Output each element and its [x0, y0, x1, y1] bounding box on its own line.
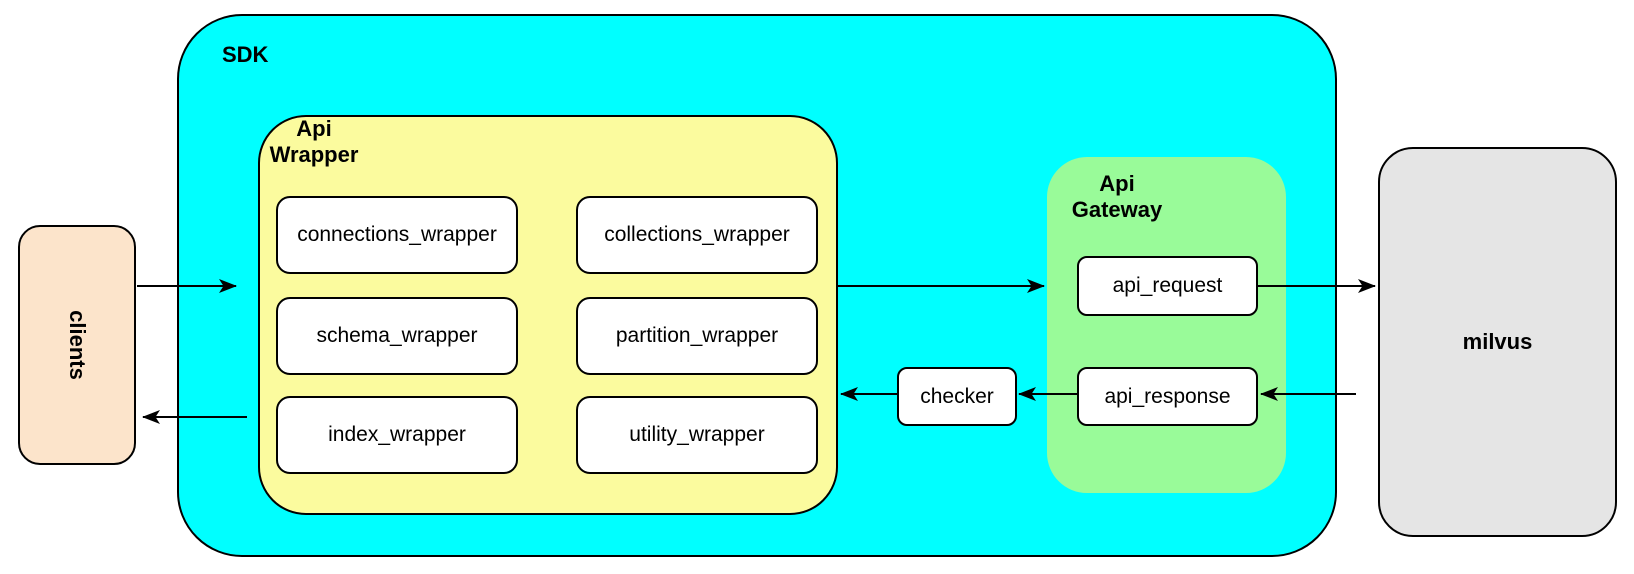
node-api-request-label: api_request	[1112, 274, 1223, 297]
node-index-wrapper-label: index_wrapper	[328, 423, 466, 446]
node-checker-label: checker	[920, 384, 994, 408]
api-gateway-label: Api Gateway	[1071, 171, 1163, 222]
node-utility-wrapper: utility_wrapper	[576, 396, 818, 474]
node-index-wrapper: index_wrapper	[276, 396, 518, 474]
node-partition-wrapper: partition_wrapper	[576, 297, 818, 375]
node-clients: clients	[18, 225, 136, 465]
node-api-response: api_response	[1077, 367, 1258, 426]
node-api-response-label: api_response	[1104, 384, 1231, 408]
node-utility-wrapper-label: utility_wrapper	[629, 423, 765, 446]
api-wrapper-label: Api Wrapper	[269, 116, 359, 167]
node-milvus: milvus	[1378, 147, 1617, 537]
node-checker: checker	[897, 367, 1017, 426]
node-api-request: api_request	[1077, 256, 1258, 316]
node-milvus-label: milvus	[1462, 329, 1533, 354]
node-schema-wrapper-label: schema_wrapper	[316, 324, 478, 347]
node-schema-wrapper: schema_wrapper	[276, 297, 518, 375]
sdk-label: SDK	[222, 42, 269, 67]
node-partition-wrapper-label: partition_wrapper	[615, 324, 779, 347]
node-connections-wrapper: connections_wrapper	[276, 196, 518, 274]
node-collections-wrapper-label: collections_wrapper	[604, 223, 790, 246]
node-collections-wrapper: collections_wrapper	[576, 196, 818, 274]
api-gateway-container	[1047, 157, 1286, 493]
node-clients-label: clients	[64, 310, 90, 380]
node-connections-wrapper-label: connections_wrapper	[297, 223, 497, 246]
